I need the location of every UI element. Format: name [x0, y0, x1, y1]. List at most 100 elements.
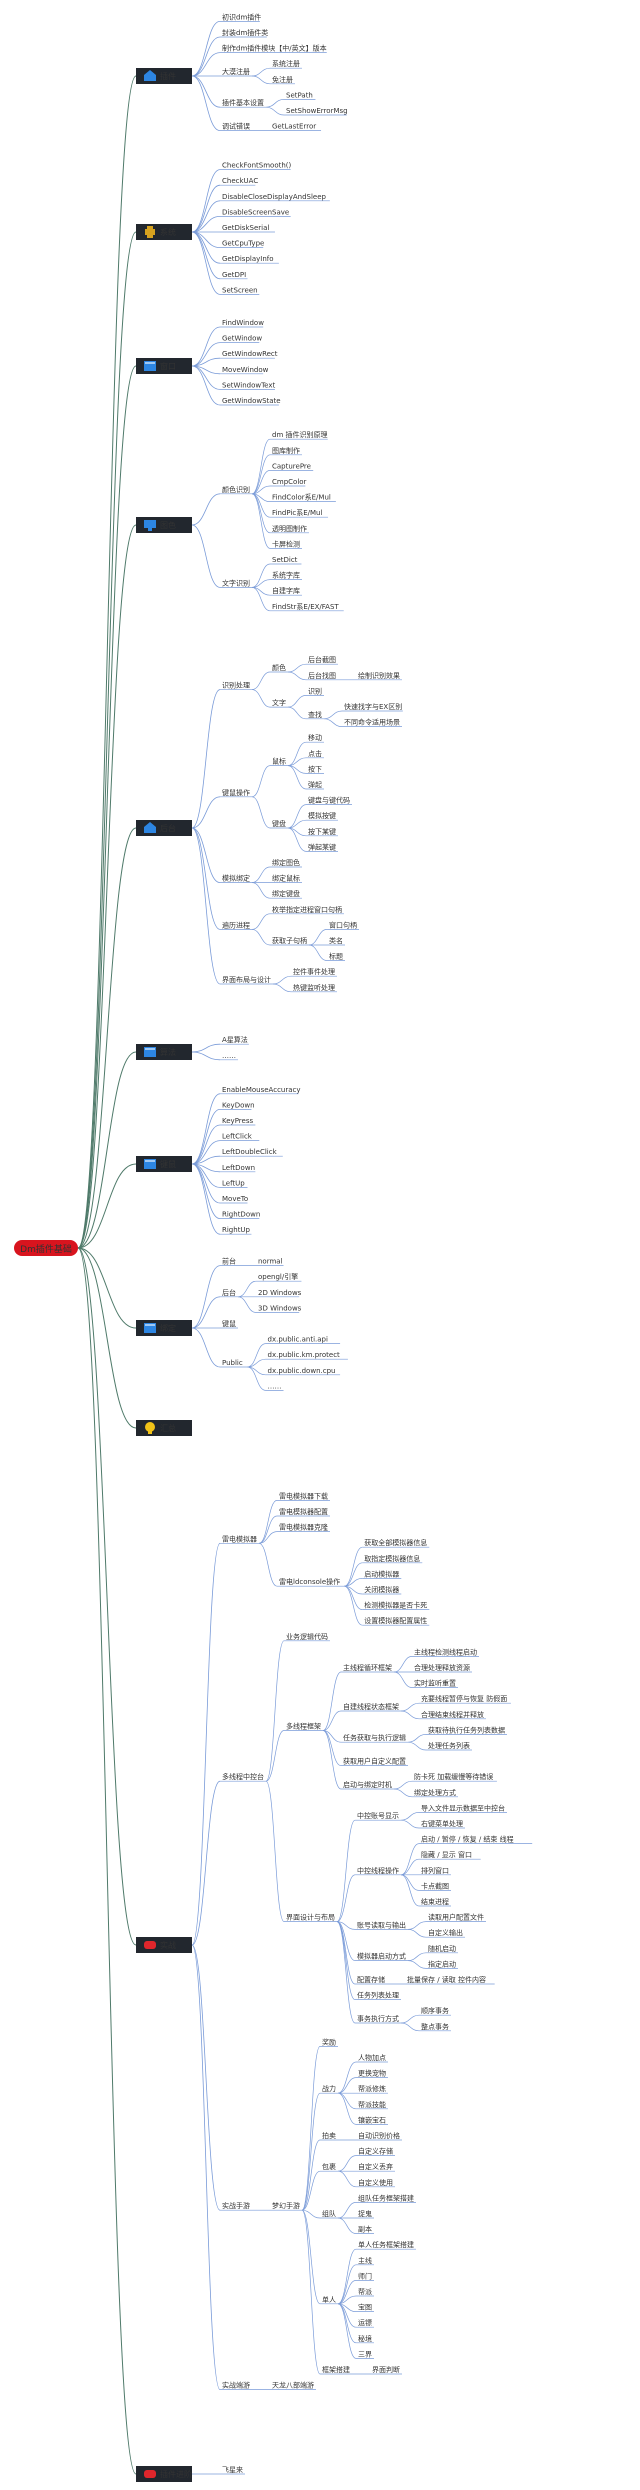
connector-line [77, 827, 137, 1249]
connector-line [337, 2303, 357, 2359]
node-label-node: 前台 [222, 1257, 236, 1266]
node-label-public: Public [222, 1359, 243, 1367]
section-s1[interactable]: 系统 [136, 224, 192, 240]
connector-line [337, 2217, 357, 2234]
node-label-node: 捉鬼 [358, 2209, 372, 2218]
node-label-node: 任务获取与执行逻辑 [343, 1733, 406, 1742]
root-node[interactable]: Dm插件基础 [14, 1240, 78, 1256]
connector-line [301, 2139, 321, 2211]
node-label-findpic-e-mul: FindPic系E/Mul [272, 508, 322, 517]
node-label-node: 识别处理 [222, 681, 250, 690]
connector-line [191, 231, 221, 295]
node-label-node: 键鼠操作 [222, 788, 250, 797]
connector-line [308, 944, 328, 961]
connector-line [191, 357, 221, 367]
node-label-node: 键鼠 [222, 1319, 236, 1328]
node-label-dx-public-down-cpu: dx.public.down.cpu [268, 1367, 336, 1375]
node-label-node: 获取待执行任务列表数据 [428, 1725, 505, 1734]
node-label-node: 隐藏 / 显示 窗口 [421, 1850, 472, 1859]
node-label-node: 奖励 [322, 2037, 336, 2046]
game-icon [144, 1941, 156, 1949]
connector-line [191, 1140, 221, 1165]
connector-line [407, 1960, 427, 1969]
node-label-getdisplayinfo: GetDisplayInfo [222, 255, 274, 263]
connector-line [251, 454, 271, 495]
connector-line [191, 169, 221, 233]
connector-line [336, 1921, 356, 1930]
connector-line [337, 2155, 357, 2172]
node-label-node: 秘境 [358, 2334, 372, 2343]
node-label-cmpcolor: CmpColor [272, 478, 307, 486]
connector-line [251, 929, 271, 946]
connector-line [191, 827, 221, 883]
node-label-3d-windows: 3D Windows [258, 1304, 302, 1312]
node-label-getlasterror: GetLastError [272, 123, 316, 131]
node-label-node: 包裹 [322, 2162, 336, 2171]
node-label-checkfontsmooth: CheckFontSmooth() [222, 162, 292, 170]
node-label-findcolor-e-mul: FindColor系E/Mul [272, 493, 331, 502]
connector-line [191, 1043, 221, 1053]
connector-line [287, 695, 307, 708]
node-label-node: 运镖 [358, 2318, 372, 2327]
node-label-node: 后台截图 [308, 655, 336, 664]
node-label-setshowerrormsg: SetShowErrorMsg [286, 107, 348, 115]
window-icon [144, 361, 156, 371]
node-label-node: 设置模拟器配置属性 [364, 1616, 427, 1625]
node-label-node: 主线 [358, 2256, 372, 2265]
node-label-node: 卡屏检测 [272, 539, 300, 548]
connector-line [337, 2202, 357, 2219]
node-label-node: 颜色 [272, 663, 286, 672]
connector-line [251, 470, 271, 495]
node-label-node: 充要线程暂停与恢复 防假面 [421, 1694, 507, 1703]
connector-line [322, 1710, 342, 1731]
connector-line [251, 493, 271, 534]
root-node-bg [14, 1240, 78, 1256]
node-label-node: 自定义使用 [358, 2178, 393, 2187]
node-label-node: 帮派 [358, 2287, 372, 2296]
node-label-node: 插件基本设置 [222, 98, 264, 107]
connector-line [191, 689, 221, 829]
node-label-node: 人物加点 [358, 2053, 386, 2062]
node-label-node: 绘制识别效果 [358, 671, 400, 680]
connector-line [251, 438, 271, 495]
connector-line [287, 804, 307, 829]
connector-line [191, 827, 221, 985]
node-label-getwindowrect: GetWindowRect [222, 350, 278, 358]
node-label-node: 取指定模拟器信息 [364, 1554, 420, 1563]
connector-line [77, 365, 137, 1249]
node-label-node: 自定义丢弃 [358, 2162, 393, 2171]
connector-line [322, 1671, 342, 1731]
node-label-node: 后台 [222, 1288, 236, 1297]
connector-line [400, 1702, 420, 1712]
node-label-node: 控件事件处理 [293, 967, 335, 976]
node-label-node: 单人任务框架搭建 [358, 2240, 414, 2249]
connector-line [400, 1710, 420, 1720]
node-label-dx-public-anti-api: dx.public.anti.api [268, 1336, 328, 1344]
section-label: 系统 [160, 227, 176, 237]
connector-line [393, 1788, 413, 1798]
node-label-node: 窗口句柄 [329, 920, 357, 929]
connector-line [237, 1296, 257, 1313]
node-label-node: 三界 [358, 2350, 372, 2358]
node-label-node: 单人 [322, 2295, 336, 2304]
window-icon [144, 1159, 156, 1169]
connector-line [337, 2170, 357, 2188]
bulb-icon [145, 1422, 155, 1434]
connector-line [344, 1585, 363, 1626]
section-s8[interactable]: 汇总 [136, 1420, 192, 1436]
home-icon [144, 70, 156, 81]
node-label-node: 绑定鼠标 [272, 874, 300, 883]
connector-line [301, 2046, 321, 2211]
node-label-node: 弹起 [308, 780, 322, 789]
connector-line [400, 1819, 420, 1829]
connector-line [287, 757, 307, 766]
connector-line [77, 1247, 137, 1946]
connector-line [191, 365, 221, 406]
connector-line [301, 2092, 321, 2211]
node-label-node: 天龙八部端游 [272, 2381, 314, 2390]
connector-line [337, 2061, 357, 2094]
connector-line [191, 1944, 221, 2390]
node-label-node: 宝图 [358, 2303, 372, 2312]
connector-line [272, 983, 292, 993]
connector-line [287, 819, 307, 829]
